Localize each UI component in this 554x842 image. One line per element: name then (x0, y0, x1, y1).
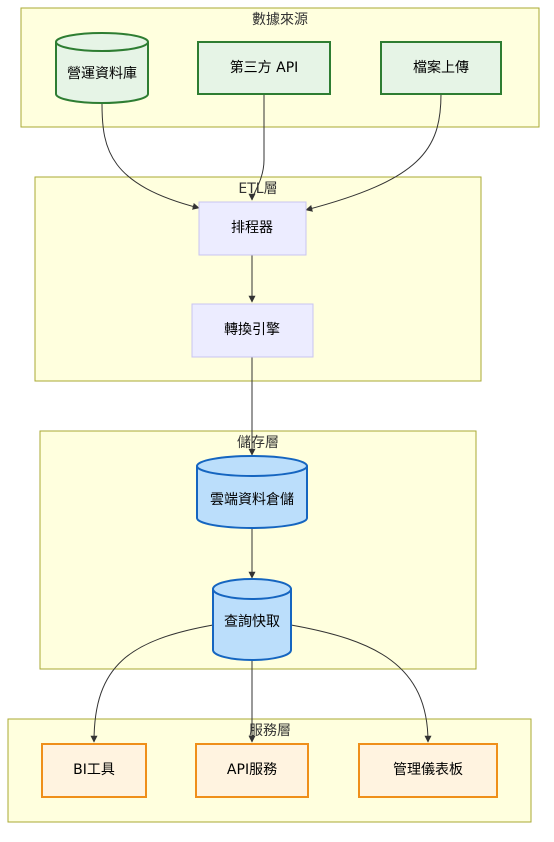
node-label-file-upload: 檔案上傳 (413, 59, 469, 76)
cluster-label-serving: 服務層 (249, 723, 291, 739)
node-file-upload[interactable]: 檔案上傳 (380, 41, 502, 95)
node-dashboard[interactable]: 管理儀表板 (358, 743, 498, 798)
edge-upload-scheduler (305, 93, 442, 212)
edge-cache-bi (90, 624, 214, 743)
node-label-bi-tools: BI工具 (73, 762, 115, 778)
node-label-api-service: API服務 (227, 762, 277, 778)
node-label-scheduler: 排程器 (231, 220, 273, 236)
node-bi-tools[interactable]: BI工具 (41, 743, 147, 798)
cluster-label-etl: ETL層 (238, 181, 277, 197)
node-label-query-cache: 查詢快取 (224, 614, 280, 630)
node-third-party-api[interactable]: 第三方 API (197, 41, 331, 95)
node-transform-engine[interactable]: 轉換引擎 (191, 303, 314, 358)
node-ops-database[interactable]: 營運資料庫 (55, 32, 149, 104)
node-scheduler[interactable]: 排程器 (198, 201, 307, 256)
node-cloud-warehouse[interactable]: 雲端資料倉儲 (196, 455, 308, 529)
node-label-third-party-api: 第三方 API (230, 59, 299, 76)
edge-api-scheduler (248, 94, 265, 201)
node-label-transform-engine: 轉換引擎 (224, 322, 280, 338)
edge-opsdb-scheduler (101, 103, 200, 210)
node-query-cache[interactable]: 查詢快取 (212, 578, 292, 661)
node-label-dashboard: 管理儀表板 (393, 762, 463, 778)
edge-cache-dashboard (290, 624, 432, 743)
node-label-cloud-warehouse: 雲端資料倉儲 (210, 492, 294, 508)
cluster-label-storage: 儲存層 (237, 435, 279, 451)
node-api-service[interactable]: API服務 (195, 743, 309, 798)
cluster-label-sources: 數據來源 (252, 12, 308, 28)
node-label-ops-database: 營運資料庫 (67, 65, 137, 82)
